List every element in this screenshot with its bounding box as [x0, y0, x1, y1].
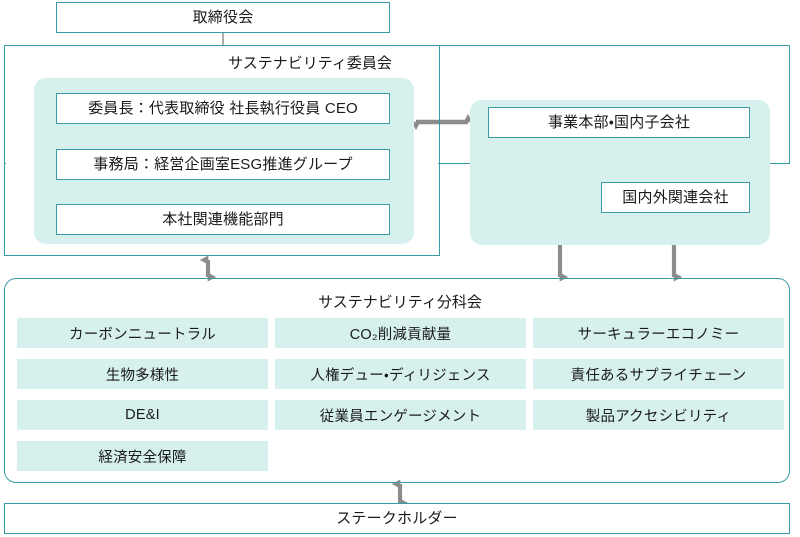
committee-secretariat-box: 事務局：経営企画室ESG推進グループ	[56, 149, 390, 180]
committee-title: サステナビリティ委員会	[228, 55, 392, 72]
subcommittee-item: 生物多様性	[17, 359, 268, 389]
committee-frame-lower	[4, 45, 440, 256]
business-units-box: 事業本部・国内子会社	[488, 107, 750, 138]
business-units-label: 事業本部・国内子会社	[547, 113, 691, 131]
committee-functions-box: 本社関連機能部門	[56, 204, 390, 235]
subcommittee-item: 従業員エンゲージメント	[275, 400, 526, 430]
subcommittee-item: 責任あるサプライチェーン	[533, 359, 784, 389]
affiliated-companies-label: 国内外関連会社	[622, 188, 729, 206]
subcommittee-item: CO₂削減貢献量	[275, 318, 526, 348]
subcommittee-item: 人権デュー・ディリジェンス	[275, 359, 526, 389]
board-of-directors-label: 取締役会	[192, 8, 254, 26]
committee-chair-label: 委員長：代表取締役 社長執行役員 CEO	[88, 99, 358, 117]
subcommittee-title: サステナビリティ分科会	[318, 294, 482, 311]
board-of-directors-box: 取締役会	[56, 2, 390, 33]
stakeholder-label: ステークホルダー	[336, 509, 458, 527]
subcommittee-item: 経済安全保障	[17, 441, 268, 471]
committee-chair-box: 委員長：代表取締役 社長執行役員 CEO	[56, 93, 390, 124]
subcommittee-item: サーキュラーエコノミー	[533, 318, 784, 348]
subcommittee-frame	[4, 278, 790, 483]
stakeholder-box: ステークホルダー	[4, 503, 790, 534]
subcommittee-item: カーボンニュートラル	[17, 318, 268, 348]
affiliated-companies-box: 国内外関連会社	[601, 182, 750, 213]
subcommittee-item: 製品アクセシビリティ	[533, 400, 784, 430]
subcommittee-item: DE&I	[17, 400, 268, 430]
committee-secretariat-label: 事務局：経営企画室ESG推進グループ	[93, 155, 353, 173]
committee-functions-label: 本社関連機能部門	[162, 210, 284, 228]
